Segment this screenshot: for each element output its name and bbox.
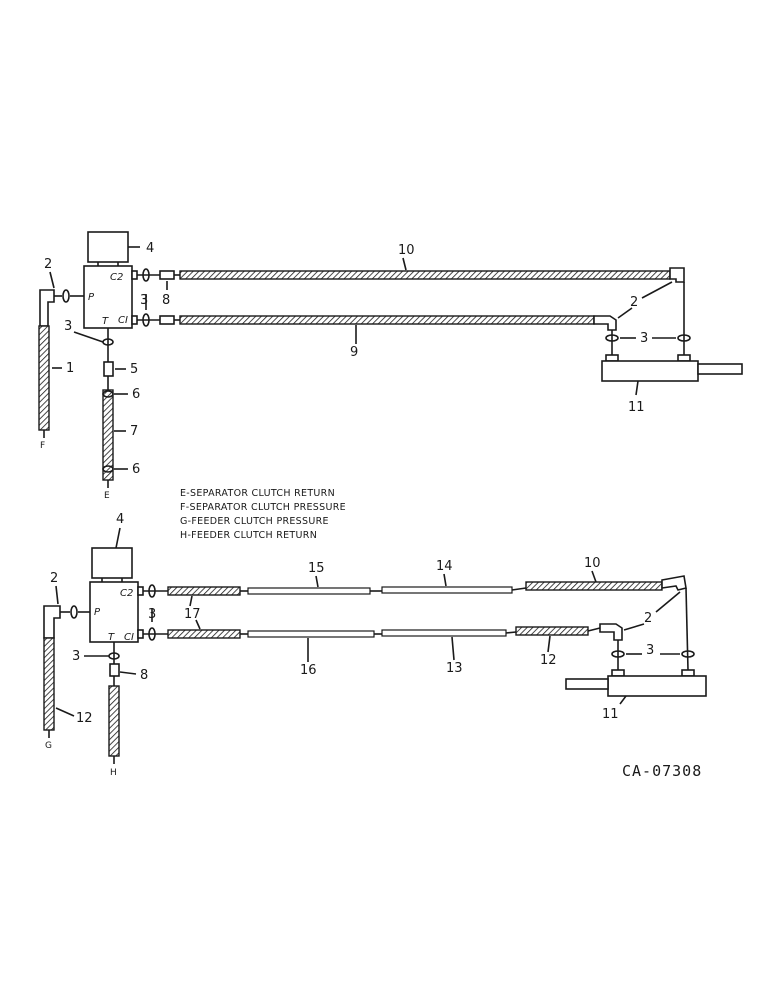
upper-hose-9 (179, 315, 595, 325)
upper-port-c2: C2 (110, 272, 123, 283)
upper-port-c1: CI (118, 315, 128, 326)
upper-port-p: P (88, 292, 95, 303)
legend-e: E-SEPARATOR CLUTCH RETURN (180, 488, 335, 499)
upper-port-t: T (102, 316, 109, 327)
lower-callout-3-right: 3 (646, 643, 654, 658)
upper-elbow-right-top (669, 267, 685, 283)
upper-callout-6-bottom: 6 (132, 462, 140, 477)
upper-fitting-5 (103, 361, 114, 377)
lower-port-c2: C2 (120, 588, 133, 599)
lower-fitting-8 (109, 663, 120, 677)
upper-end-e: E (104, 491, 110, 501)
upper-callout-1: 1 (66, 361, 74, 376)
lower-hose-10 (525, 581, 663, 591)
lower-elbow-right-top (661, 575, 687, 591)
lower-callout-14: 14 (436, 559, 453, 574)
lower-callout-11: 11 (602, 707, 619, 722)
lower-callout-8: 8 (140, 668, 148, 683)
upper-solenoid (87, 231, 129, 263)
lower-hose-h (108, 685, 120, 757)
lower-hose-12-right (515, 626, 589, 636)
lower-callout-2-left: 2 (50, 571, 58, 586)
lower-end-h: H (110, 768, 117, 778)
upper-hose-1 (38, 325, 50, 431)
lower-callout-13: 13 (446, 661, 463, 676)
upper-elbow-right-bottom (593, 315, 617, 331)
upper-elbow-left (39, 289, 55, 327)
legend-h: H-FEEDER CLUTCH RETURN (180, 530, 317, 541)
lower-tube-13 (381, 629, 507, 637)
upper-callout-9: 9 (350, 345, 358, 360)
legend-g: G-FEEDER CLUTCH PRESSURE (180, 516, 329, 527)
lower-tube-14 (381, 586, 513, 594)
upper-callout-11: 11 (628, 400, 645, 415)
lower-tube-16 (247, 630, 375, 638)
upper-callout-8: 8 (162, 293, 170, 308)
upper-valve-body (83, 265, 133, 329)
lower-elbow-left (43, 605, 61, 639)
upper-callout-3-mid: 3 (140, 293, 148, 308)
upper-assembly: 4 C2 CI P T 3 8 10 9 (38, 231, 743, 501)
upper-callout-6-top: 6 (132, 387, 140, 402)
lower-callout-12-left: 12 (76, 711, 93, 726)
lower-hose-12-left (43, 637, 55, 731)
lower-port-t: T (108, 632, 115, 643)
lower-callout-10: 10 (584, 556, 601, 571)
upper-callout-4: 4 (146, 241, 154, 256)
lower-callout-15: 15 (308, 561, 325, 576)
lower-cylinder-rod (565, 678, 609, 690)
upper-callout-2-left: 2 (44, 257, 52, 272)
lower-cylinder-11 (607, 675, 707, 697)
upper-cylinder-rod (697, 363, 743, 375)
lower-callout-3-mid: 3 (148, 607, 156, 622)
lower-callout-16: 16 (300, 663, 317, 678)
lower-solenoid (91, 547, 133, 579)
upper-callout-2-right: 2 (630, 295, 638, 310)
upper-end-f: F (40, 441, 45, 451)
upper-callout-10: 10 (398, 243, 415, 258)
lower-callout-4: 4 (116, 512, 124, 527)
lower-port-c1: CI (124, 632, 134, 643)
upper-callout-3-right: 3 (640, 331, 648, 346)
upper-fitting-8-top (159, 270, 175, 280)
lower-hose-17-top (167, 586, 241, 596)
upper-callout-3-left: 3 (64, 319, 72, 334)
upper-cylinder-11 (601, 360, 699, 382)
lower-end-g: G (45, 741, 52, 751)
lower-elbow-right-bottom (599, 623, 623, 641)
lower-callout-3-left: 3 (72, 649, 80, 664)
lower-assembly: 4 C2 CI P T (43, 512, 707, 778)
legend-f: F-SEPARATOR CLUTCH PRESSURE (180, 502, 346, 513)
lower-port-p: P (94, 607, 101, 618)
drawing-code: CA-07308 (622, 762, 702, 780)
legend: E-SEPARATOR CLUTCH RETURN F-SEPARATOR CL… (180, 488, 346, 541)
upper-callout-5: 5 (130, 362, 138, 377)
lower-callout-12-mid: 12 (540, 653, 557, 668)
lower-callout-2-right: 2 (644, 611, 652, 626)
lower-callout-17: 17 (184, 607, 201, 622)
upper-callout-7: 7 (130, 424, 138, 439)
upper-hose-10 (179, 270, 671, 280)
lower-tube-15 (247, 587, 371, 595)
lower-hose-17-bottom (167, 629, 241, 639)
